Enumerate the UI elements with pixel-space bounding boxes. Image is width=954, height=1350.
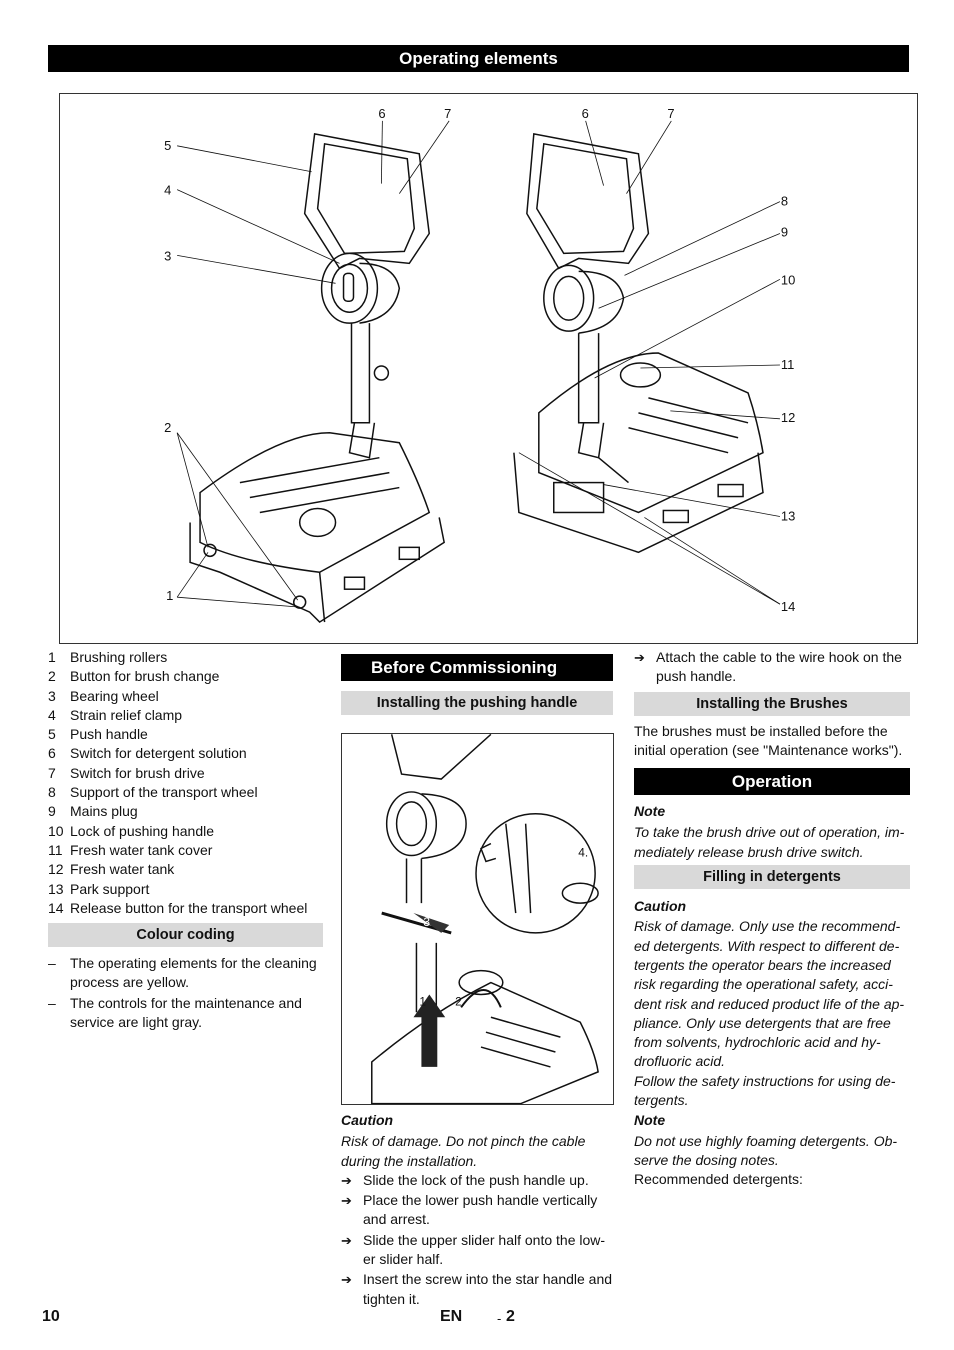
installing-brushes-text: The brushes must be installed before the… xyxy=(634,722,903,758)
list-item: –The operating elements for the cleaning… xyxy=(48,955,317,991)
recommended-detergents-text: Recommended detergents: xyxy=(634,1171,803,1188)
callout-7-right: 7 xyxy=(667,106,674,121)
machine-illustration: 5 4 3 2 1 6 7 6 7 8 9 10 11 12 13 14 xyxy=(164,106,795,624)
note2-label: Note xyxy=(634,1112,666,1129)
callout-14: 14 xyxy=(781,599,795,614)
installing-brushes-heading: Installing the Brushes xyxy=(634,691,910,716)
callout-4: 4 xyxy=(164,183,171,198)
callout-12: 12 xyxy=(781,410,795,425)
installing-handle-heading: Installing the pushing handle xyxy=(341,691,613,715)
callout-5: 5 xyxy=(164,138,171,153)
caution-text-2: Follow the safety instructions for using… xyxy=(634,1072,896,1109)
section-title-operating-elements: Operating elements xyxy=(48,45,909,72)
caution-text: Risk of damage. Only use the recommend-e… xyxy=(634,918,905,1070)
note-text: To take the brush drive out of operation… xyxy=(634,824,905,860)
list-item: –The controls for the maintenance and se… xyxy=(48,994,302,1031)
colour-coding-list: –The operating elements for the cleaning… xyxy=(48,954,323,1032)
caution-label: Caution xyxy=(634,898,687,915)
column-3: ➔Attach the cable to the wire hook on th… xyxy=(634,648,910,1190)
arrow-icon: ➔ xyxy=(341,1172,352,1188)
callout-9: 9 xyxy=(781,224,788,239)
caution-text: Risk of damage. Do not pinch the cable d… xyxy=(341,1133,586,1169)
operating-elements-figure: 5 4 3 2 1 6 7 6 7 8 9 10 11 12 13 14 xyxy=(59,93,918,644)
page-number: 10 xyxy=(42,1308,60,1325)
list-item: ➔Slide the lock of the push handle up. xyxy=(341,1171,613,1190)
note2-text: Do not use highly foaming detergents. Ob… xyxy=(634,1132,898,1168)
illus-label-step1: 1 xyxy=(419,994,426,1008)
callout-13: 13 xyxy=(781,508,795,523)
handle-install-illustration: 4. 3 1 2. xyxy=(341,733,614,1105)
filling-detergents-heading: Filling in detergents xyxy=(634,865,910,890)
sub-page-number: 2 xyxy=(506,1308,515,1325)
callout-6-right: 6 xyxy=(582,106,589,121)
callout-11: 11 xyxy=(781,357,794,372)
caution-label: Caution xyxy=(341,1112,394,1128)
arrow-icon: ➔ xyxy=(341,1232,352,1248)
callout-7-left: 7 xyxy=(444,106,451,121)
arrow-icon: ➔ xyxy=(341,1193,352,1209)
install-steps-list: ➔Slide the lock of the push handle up. ➔… xyxy=(341,1171,613,1309)
list-item: ➔Attach the cable to the wire hook on th… xyxy=(634,648,910,687)
footer-separator: - xyxy=(497,1311,502,1326)
cable-step-list: ➔Attach the cable to the wire hook on th… xyxy=(634,648,910,687)
illus-label-step2: 2. xyxy=(455,994,465,1008)
list-item: ➔Slide the upper slider half onto the lo… xyxy=(341,1231,613,1270)
illus-label-step3: 3 xyxy=(423,915,430,929)
callout-2: 2 xyxy=(164,420,171,435)
arrow-icon: ➔ xyxy=(634,650,645,665)
list-item: ➔Place the lower push handle vertically … xyxy=(341,1191,613,1230)
language-code: EN xyxy=(440,1308,463,1325)
note-label: Note xyxy=(634,803,666,820)
callout-6-left: 6 xyxy=(378,106,385,121)
list-item: ➔Insert the screw into the star handle a… xyxy=(341,1270,613,1309)
before-commissioning-heading: Before Commissioning xyxy=(341,654,613,681)
arrow-icon: ➔ xyxy=(341,1272,352,1288)
illus-label-step4: 4. xyxy=(578,845,588,859)
callout-1: 1 xyxy=(166,588,173,603)
column-2: Before Commissioning Installing the push… xyxy=(341,648,614,1310)
callout-3: 3 xyxy=(164,248,171,263)
colour-coding-heading: Colour coding xyxy=(48,923,323,948)
callout-8: 8 xyxy=(781,194,788,209)
operation-heading: Operation xyxy=(634,768,910,796)
callout-10: 10 xyxy=(781,272,795,287)
